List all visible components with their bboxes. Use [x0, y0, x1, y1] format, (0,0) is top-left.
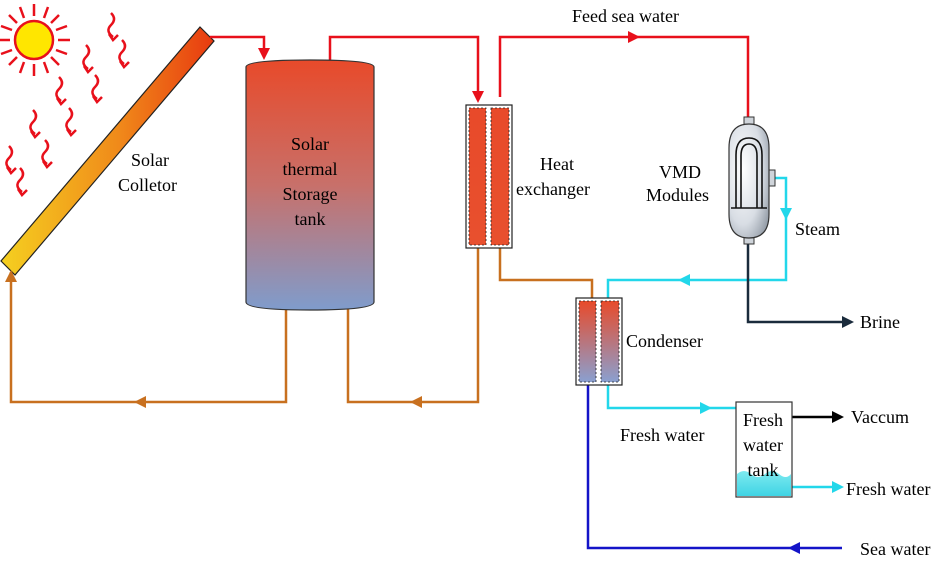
storage-tank-label-line2: thermal — [283, 159, 338, 179]
heat-exchanger-label-line2: exchanger — [516, 179, 590, 199]
vmd-label-line2: Modules — [646, 185, 709, 205]
sun-icon — [0, 4, 70, 76]
fresh-tank-label-line1: Fresh — [743, 410, 783, 430]
vaccum-arrow — [832, 411, 844, 423]
storage-tank — [245, 59, 375, 311]
hot-pipe-arrows — [258, 31, 640, 103]
fresh-water-tank — [735, 401, 793, 498]
solar-radiation-arrows — [5, 12, 130, 197]
condenser — [575, 297, 623, 386]
vmd-label-line1: VMD — [659, 162, 701, 182]
fresh-water-pipe-label: Fresh water — [620, 425, 704, 445]
solar-collector-label-line1: Solar — [131, 150, 169, 170]
brine-label: Brine — [860, 312, 900, 332]
fresh-tank-label-line3: tank — [748, 460, 779, 480]
heat-exchanger — [465, 104, 513, 249]
sea-water-pipe — [586, 385, 842, 550]
return-pipe-arrows — [5, 270, 422, 408]
storage-tank-label-line1: Solar — [291, 134, 329, 154]
storage-tank-label-line4: tank — [295, 209, 326, 229]
steam-pipe-arrows — [678, 208, 844, 493]
fresh-tank-label-line2: water — [743, 435, 783, 455]
sea-water-arrow — [788, 542, 800, 554]
sea-water-label: Sea water — [860, 539, 930, 559]
heat-exchanger-label-line1: Heat — [540, 154, 574, 174]
brine-pipe — [746, 242, 846, 324]
vmd-module — [728, 116, 776, 245]
steam-pipes — [606, 176, 836, 489]
solar-collector-label-line2: Colletor — [118, 175, 177, 195]
storage-tank-label-line3: Storage — [283, 184, 338, 204]
fresh-water-out-label: Fresh water — [846, 479, 930, 499]
solar-collector-panel — [0, 26, 215, 276]
vaccum-label: Vaccum — [851, 407, 909, 427]
feed-sea-water-label: Feed sea water — [572, 6, 679, 26]
steam-label: Steam — [795, 219, 840, 239]
condenser-label: Condenser — [626, 331, 703, 351]
brine-arrow — [842, 316, 854, 328]
